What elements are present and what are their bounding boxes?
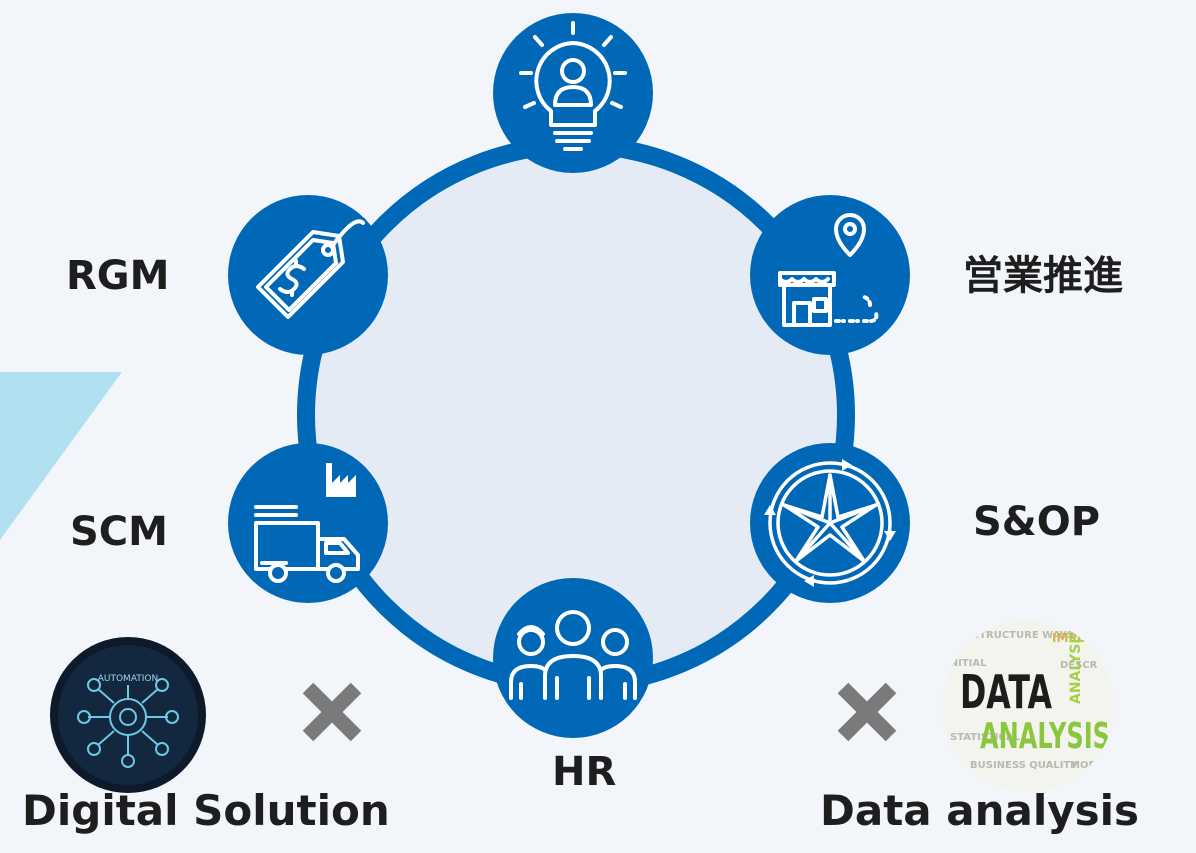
label-data-analysis: Data analysis bbox=[820, 786, 1139, 835]
node-sales bbox=[750, 195, 910, 355]
node-rgm bbox=[228, 195, 388, 355]
label-rgm: RGM bbox=[66, 253, 170, 299]
lightbulb-person-icon bbox=[493, 13, 653, 173]
label-sop: S&OP bbox=[973, 499, 1101, 545]
cross-right-icon bbox=[837, 682, 897, 742]
automation-text: AUTOMATION bbox=[98, 674, 159, 684]
data-analysis-word-cloud-icon: STRUCTURE WAYS INITIAL STATISTICAL BUSIN… bbox=[942, 620, 1114, 792]
team-people-icon bbox=[493, 578, 653, 738]
node-sop bbox=[750, 443, 910, 603]
node-top bbox=[493, 13, 653, 173]
store-location-icon bbox=[750, 195, 910, 355]
label-scm: SCM bbox=[70, 509, 168, 555]
svg-text:INITIAL: INITIAL bbox=[946, 658, 987, 669]
svg-text:STRUCTURE WAYS: STRUCTURE WAYS bbox=[972, 630, 1074, 641]
label-sales: 営業推進 bbox=[963, 253, 1123, 299]
label-digital-solution: Digital Solution bbox=[22, 786, 390, 835]
label-hr: HR bbox=[552, 749, 617, 795]
svg-text:MODEL: MODEL bbox=[1070, 760, 1111, 771]
node-scm bbox=[228, 443, 388, 603]
cycle-arrows-icon bbox=[750, 443, 910, 603]
svg-text:STATISTICAL: STATISTICAL bbox=[950, 732, 1021, 743]
analysis-text: ANALYSIS bbox=[980, 716, 1110, 757]
automation-network-icon: AUTOMATION bbox=[50, 637, 206, 793]
background-arrow bbox=[0, 372, 122, 540]
svg-text:DESCR: DESCR bbox=[1060, 660, 1098, 671]
svg-text:BUSINESS QUALITY: BUSINESS QUALITY bbox=[970, 760, 1078, 771]
svg-text:ANALYSES: ANALYSES bbox=[1068, 624, 1084, 704]
price-tag-icon bbox=[228, 195, 388, 355]
cross-left-icon bbox=[302, 682, 362, 742]
node-hr bbox=[493, 578, 653, 738]
truck-factory-icon bbox=[228, 443, 388, 603]
data-text: DATA bbox=[960, 665, 1052, 719]
